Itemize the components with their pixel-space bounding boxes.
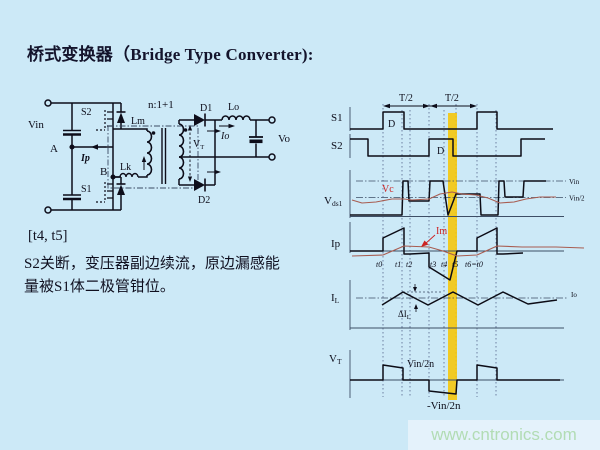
output-capacitor — [249, 120, 263, 157]
reference-levels — [356, 180, 568, 299]
t-half-label-2: T/2 — [445, 93, 459, 104]
vt-measure-arrow — [187, 125, 193, 182]
period-dimension — [383, 103, 477, 109]
d2-label: D2 — [198, 195, 210, 206]
lo-label: Lo — [228, 102, 239, 113]
watermark-text: www.cntronics.com — [431, 425, 577, 444]
row-label-s2: S2 — [331, 140, 343, 152]
s2-label: S2 — [81, 107, 92, 118]
time-label-t5: t5 — [452, 260, 458, 269]
ip-waveform — [350, 227, 524, 281]
node-b-label: B — [100, 166, 107, 178]
transformer-core — [161, 128, 167, 184]
diode-d1 — [194, 113, 206, 127]
vt-waveform — [350, 364, 560, 395]
im-curve — [351, 245, 585, 257]
inductor-lk — [119, 172, 139, 178]
d1-label: D1 — [200, 103, 212, 114]
secondary-winding — [178, 123, 185, 180]
circuit-labels: Vin A B Ip S2 S1 Lm Lk n:1+1 D1 D2 VT Lo… — [28, 99, 291, 206]
capacitor-top — [63, 129, 81, 136]
duty-label-s1: D — [388, 119, 395, 130]
watermark-band: www.cntronics.com — [408, 420, 600, 450]
primary-winding — [146, 130, 153, 176]
inductor-lo — [221, 115, 251, 121]
vds1-waveform — [350, 180, 546, 216]
interval-label: [t4, t5] — [28, 228, 68, 244]
input-terminal-bottom — [44, 206, 52, 214]
description-line-2: 量被S1体二极管钳位。 — [24, 279, 175, 295]
s1-body-diode — [113, 176, 126, 210]
vc-label: Vc — [382, 184, 394, 195]
time-label-t3: t3 — [430, 260, 436, 269]
time-label-t6: t6=t0 — [465, 260, 483, 269]
output-terminal-top — [268, 116, 276, 124]
circuit-diagram — [44, 99, 276, 214]
s1-waveform — [350, 111, 553, 130]
primary-dot — [151, 131, 156, 135]
vt-pos-label: Vin/2n — [407, 359, 434, 370]
row-label-s1: S1 — [331, 112, 343, 124]
description-line-1: S2关断，变压器副边续流，原边漏感能 — [24, 256, 280, 272]
s2-waveform — [350, 138, 545, 157]
duty-label-s2: D — [437, 146, 444, 157]
row-label-vds1: Vds1 — [324, 195, 343, 208]
diode-d2 — [194, 178, 206, 192]
lk-label: Lk — [120, 162, 131, 173]
time-label-t4: t4 — [441, 260, 447, 269]
lm-label: Lm — [131, 116, 145, 127]
vin-level-label: Vin — [569, 178, 580, 186]
time-label-t2: t2 — [406, 260, 412, 269]
output-terminal-bottom — [268, 153, 276, 161]
time-label-t1: t1 — [395, 260, 401, 269]
time-labels: t0 t1 t2 t3 t4 t5 t6=t0 — [376, 260, 483, 269]
il-waveform — [381, 291, 558, 306]
highlight-bar-t4-t5 — [448, 113, 457, 400]
ip-arrow — [91, 144, 98, 150]
mosfet-s1 — [96, 182, 113, 203]
vin-label: Vin — [28, 119, 44, 131]
row-label-vt: VT — [329, 353, 342, 366]
io-level-label: Io — [571, 291, 577, 299]
s1-label: S1 — [81, 184, 92, 195]
slide-title: 桥式变换器（Bridge Type Converter): — [27, 45, 314, 64]
vin-half-level-label: Vin/2 — [569, 195, 585, 203]
waveform-panel: T/2 T/2 — [324, 93, 585, 412]
mosfet-s2 — [96, 110, 113, 131]
vt-label: VT — [193, 139, 204, 151]
time-label-t0: t0 — [376, 260, 382, 269]
turns-ratio-label: n:1+1 — [148, 99, 174, 111]
io-label: Io — [220, 131, 229, 142]
node-a-label: A — [50, 143, 58, 155]
ip-label: Ip — [80, 153, 90, 164]
row-label-ip: Ip — [331, 238, 341, 250]
vo-label: Vo — [278, 133, 291, 145]
capacitor-bottom — [63, 194, 81, 201]
s2-body-diode — [116, 103, 126, 129]
t-half-label-1: T/2 — [399, 93, 413, 104]
delta-il-arrows — [413, 284, 418, 312]
im-arrow — [421, 234, 436, 247]
vc-curve — [351, 191, 556, 204]
secondary-dot — [183, 128, 188, 132]
input-terminal-top — [44, 99, 52, 107]
rectifier-current-arrows — [141, 123, 235, 175]
im-label: Im — [436, 226, 447, 237]
vt-neg-label: -Vin/2n — [427, 400, 461, 412]
row-label-il: IL — [331, 292, 340, 305]
delta-il-label: ΔIL — [398, 309, 411, 321]
